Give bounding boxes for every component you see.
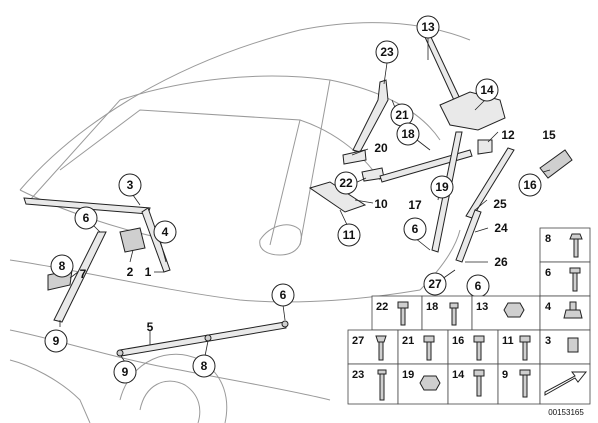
callout-6-sill: 6 — [271, 283, 295, 307]
plain-labels: 15 12 20 10 17 25 24 26 2 1 7 5 — [80, 128, 556, 334]
svg-text:4: 4 — [162, 225, 169, 239]
svg-text:22: 22 — [376, 301, 388, 313]
svg-text:18: 18 — [426, 301, 438, 313]
callout-13: 13 — [416, 15, 440, 39]
callout-8-sill: 8 — [192, 354, 216, 378]
label-1: 1 — [145, 265, 152, 279]
label-20: 20 — [374, 141, 388, 155]
label-10: 10 — [374, 197, 388, 211]
part-18-rod — [379, 149, 473, 183]
svg-text:21: 21 — [402, 335, 414, 347]
callout-16: 16 — [518, 173, 542, 197]
callout-11: 11 — [337, 223, 361, 247]
svg-text:11: 11 — [343, 228, 356, 242]
svg-text:16: 16 — [523, 178, 537, 192]
svg-text:3: 3 — [127, 178, 134, 192]
svg-text:8: 8 — [201, 359, 208, 373]
callout-19: 19 — [430, 175, 454, 199]
svg-text:6: 6 — [83, 211, 90, 225]
part-10-panel — [308, 181, 367, 213]
label-2: 2 — [127, 265, 134, 279]
label-25: 25 — [493, 197, 507, 211]
callout-9-sill: 9 — [113, 360, 137, 384]
part-7-rod — [53, 231, 107, 323]
part-2-clip — [119, 227, 146, 253]
svg-text:23: 23 — [380, 45, 394, 59]
svg-text:3: 3 — [545, 335, 551, 347]
label-15: 15 — [542, 128, 556, 142]
callout-6-right-lower: 6 — [466, 274, 490, 298]
svg-text:13: 13 — [421, 20, 435, 34]
svg-text:6: 6 — [412, 222, 419, 236]
part-14-bracket — [439, 91, 506, 131]
svg-text:18: 18 — [401, 127, 415, 141]
callout-9-left: 9 — [44, 329, 68, 353]
part-15-cylinder — [539, 149, 573, 179]
svg-text:19: 19 — [402, 369, 414, 381]
callout-23: 23 — [375, 40, 399, 64]
callout-27: 27 — [423, 272, 447, 296]
svg-text:9: 9 — [502, 369, 508, 381]
svg-text:14: 14 — [452, 369, 465, 381]
callout-3: 3 — [118, 173, 142, 197]
svg-text:27: 27 — [352, 335, 364, 347]
svg-text:6: 6 — [280, 288, 287, 302]
svg-text:21: 21 — [395, 108, 409, 122]
svg-text:4: 4 — [545, 301, 552, 313]
callout-4: 4 — [153, 220, 177, 244]
svg-text:8: 8 — [59, 259, 66, 273]
label-17: 17 — [408, 198, 422, 212]
callout-22: 22 — [334, 171, 358, 195]
svg-text:11: 11 — [502, 335, 514, 347]
fastener-grid: 8 6 22 18 13 4 27 21 16 11 3 — [347, 227, 591, 405]
part-25-strut — [465, 147, 515, 219]
label-26: 26 — [494, 255, 508, 269]
svg-text:27: 27 — [428, 277, 442, 291]
svg-text:9: 9 — [53, 334, 60, 348]
label-12: 12 — [501, 128, 515, 142]
svg-text:13: 13 — [476, 301, 488, 313]
callout-18: 18 — [396, 122, 420, 146]
part-24-strut — [455, 209, 482, 263]
svg-text:23: 23 — [352, 369, 364, 381]
svg-text:8: 8 — [545, 233, 551, 245]
svg-text:6: 6 — [475, 279, 482, 293]
svg-text:16: 16 — [452, 335, 464, 347]
part-12-bracket — [477, 139, 493, 155]
svg-text:19: 19 — [435, 180, 449, 194]
callout-6-left: 6 — [74, 206, 98, 230]
svg-text:14: 14 — [480, 83, 494, 97]
svg-text:22: 22 — [339, 176, 353, 190]
callout-21: 21 — [390, 103, 414, 127]
parts — [23, 34, 573, 357]
part-5-bar — [119, 321, 287, 357]
doc-id: 00153165 — [548, 408, 584, 417]
part-20-plate — [342, 149, 367, 165]
svg-text:6: 6 — [545, 267, 551, 279]
svg-text:9: 9 — [122, 365, 129, 379]
callouts: 13 23 14 21 18 22 16 19 11 27 6 6 3 4 6 … — [44, 15, 542, 384]
label-7: 7 — [80, 267, 87, 281]
callout-6-right-upper: 6 — [403, 217, 427, 241]
callout-14: 14 — [475, 78, 499, 102]
callout-8-left: 8 — [50, 254, 74, 278]
label-5: 5 — [147, 320, 154, 334]
label-24: 24 — [494, 221, 508, 235]
